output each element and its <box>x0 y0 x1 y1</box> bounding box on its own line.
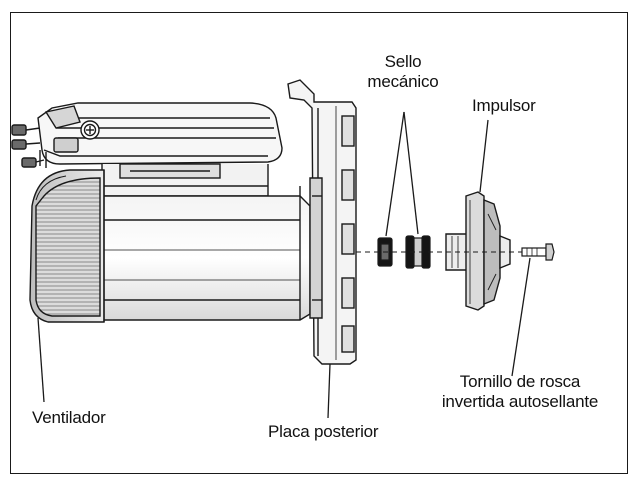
label-tornillo-line2: invertida autosellante <box>441 391 599 411</box>
motor-assembly <box>11 102 311 323</box>
control-box <box>37 102 283 168</box>
label-ventilador: Ventilador <box>32 408 106 427</box>
label-tornillo: Tornillo de rosca invertida autosellante <box>408 372 632 411</box>
leader-lines <box>37 111 531 419</box>
leader-sello-left <box>385 111 405 237</box>
label-sello-line2: mecánico <box>367 71 439 91</box>
cable-connectors <box>11 124 45 168</box>
seal-rotating-part <box>405 235 431 269</box>
fan-cover <box>29 169 105 323</box>
leader-placa-posterior <box>327 363 331 419</box>
label-sello-line1: Sello <box>384 52 422 71</box>
self-sealing-screw <box>521 243 555 261</box>
label-impulsor: Impulsor <box>472 96 536 115</box>
leader-impulsor <box>479 119 489 193</box>
leader-tornillo <box>511 257 531 377</box>
leader-ventilador <box>37 317 45 403</box>
back-plate <box>287 79 357 365</box>
label-placa-posterior: Placa posterior <box>268 422 379 441</box>
leader-sello-right <box>403 111 419 235</box>
label-tornillo-line1: Tornillo de rosca <box>459 372 581 391</box>
impeller <box>445 191 511 311</box>
label-sello-mecanico: Sello mecánico <box>363 52 443 91</box>
